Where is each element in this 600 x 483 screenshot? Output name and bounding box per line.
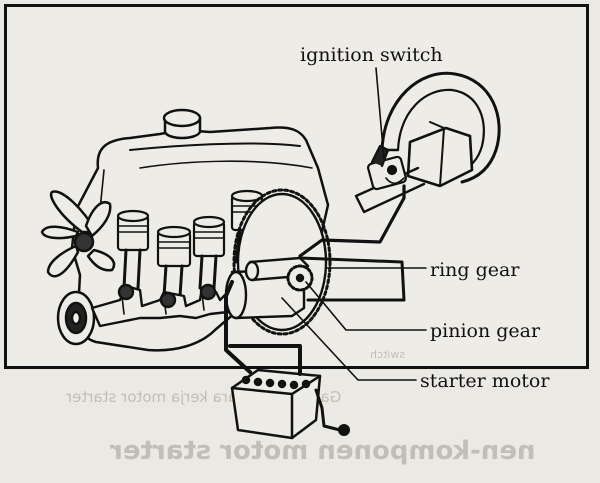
bleed-through-small-word: switch (370, 348, 406, 361)
crank-pulley (56, 290, 96, 346)
leader-ignition-switch (375, 67, 385, 161)
steering-wheel (354, 71, 501, 214)
oil-filler-cap (162, 108, 202, 140)
crankshaft (90, 282, 248, 328)
label-ignition-switch: ignition switch (300, 44, 443, 66)
label-ring-gear: ring gear (430, 259, 520, 281)
wiring (224, 184, 406, 436)
label-pinion-gear: pinion gear (430, 320, 541, 342)
leader-pinion-gear (305, 281, 427, 331)
ignition-switch (367, 144, 407, 191)
leader-starter-motor (281, 297, 417, 381)
battery (230, 368, 322, 440)
label-starter-motor: starter motor (420, 370, 550, 392)
leader-lines (281, 67, 427, 381)
cooling-fan (40, 190, 116, 278)
